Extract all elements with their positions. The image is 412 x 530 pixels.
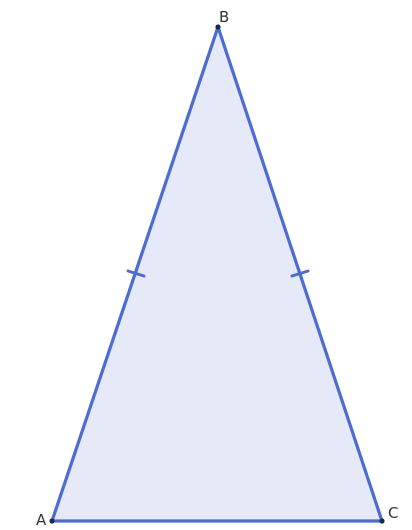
vertex-point-b[interactable] [215,24,221,30]
triangle-fill [52,27,382,521]
tick-mark-ab [126,269,146,278]
vertex-label-c: C [388,504,398,522]
vertex-point-a[interactable] [49,518,55,524]
vertex-label-a: A [36,511,47,529]
vertex-point-c[interactable] [379,518,385,524]
tick-mark-bc [290,269,310,278]
vertex-label-b: B [219,8,229,26]
